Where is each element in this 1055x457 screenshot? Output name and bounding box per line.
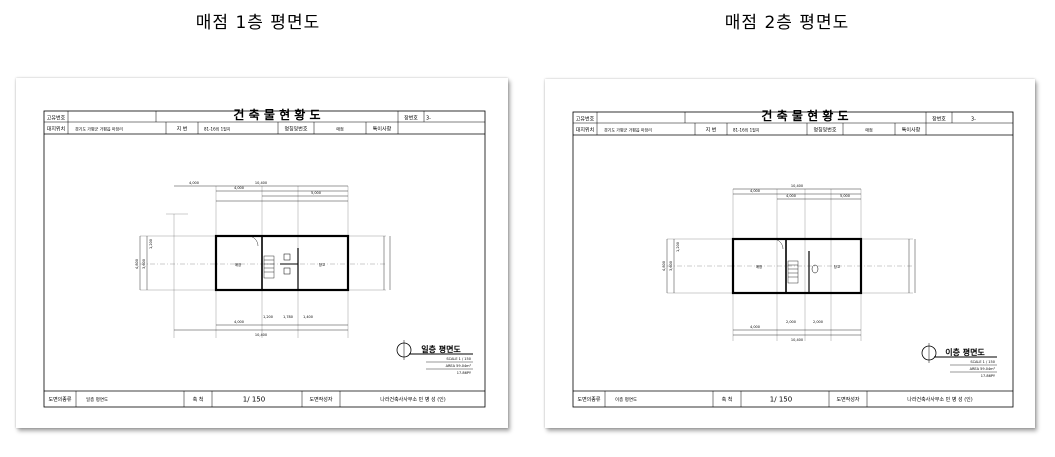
- stamp-py: 17.86PY: [457, 371, 472, 375]
- drawing-sheet-1f-svg: 고유번호 건 축 물 현 황 도 장번호 3- 대지위치 경기도 가평군 가평읍…: [43, 107, 486, 408]
- dim-left-b: 3,600: [142, 259, 146, 269]
- dim-top-a: 4,000: [750, 189, 760, 193]
- lot-label: 지 번: [706, 127, 717, 134]
- sheet-title: 건 축 물 현 황 도: [761, 108, 848, 123]
- site-value: 경기도 가평군 가평읍 마장리: [604, 127, 652, 133]
- dim-left-b: 3,600: [669, 261, 673, 271]
- dim-bottom-total: 10,400: [791, 338, 803, 342]
- scale-value: 1/ 150: [770, 396, 792, 404]
- dim-bottom-c: 2,000: [813, 320, 823, 324]
- drawing-sheet-2f: 고유번호 건 축 물 현 황 도 장번호 3- 대지위치 경기도 가평군 가평읍…: [545, 79, 1035, 428]
- dim-bottom-b: 2,000: [786, 320, 796, 324]
- name-value: 매점: [336, 126, 344, 132]
- stamp-title: 이층 평면도: [945, 347, 985, 357]
- dim-left-a: 4,800: [135, 259, 139, 269]
- sheet-no-label: 장번호: [404, 115, 418, 122]
- stamp-py: 17.86PY: [981, 374, 996, 378]
- plan-labels-2f: 10,400 4,000 4,000 5,000 4,800 3,600 1,2…: [662, 184, 850, 342]
- scale-value: 1/ 150: [243, 396, 265, 404]
- dim-bottom-a: 4,000: [234, 320, 244, 324]
- dim-bottom-b: 1,200: [263, 315, 273, 319]
- stamp-area: AREA 59.04m²: [446, 364, 472, 368]
- dim-left-a: 4,800: [662, 261, 666, 271]
- title-stamp-1f: 일층 평면도 SCALE 1 / 150 AREA 59.04m² 17.86P…: [396, 340, 473, 375]
- dim-bottom-c: 1,780: [283, 315, 293, 319]
- unique-no-label: 고유번호: [47, 115, 66, 122]
- sheet-no-label: 장번호: [932, 116, 946, 123]
- dim-bottom-total: 10,400: [255, 333, 267, 337]
- stamp-area: AREA 59.04m²: [970, 367, 996, 371]
- room-label-2: 창고: [319, 262, 326, 267]
- author-label: 도면작성자: [836, 396, 859, 403]
- unique-no-label: 고유번호: [576, 116, 595, 123]
- author-label: 도면작성자: [309, 396, 332, 403]
- name-label: 명칭및번호: [813, 127, 836, 134]
- lot-value: 81-16외 1필지: [733, 127, 760, 133]
- dim-top-b: 4,000: [786, 194, 796, 198]
- scale-label: 축 척: [193, 396, 204, 403]
- site-label: 대지위치: [576, 127, 594, 134]
- right-caption: 매점 2층 평면도: [724, 13, 850, 33]
- dim-top-b: 4,000: [234, 186, 244, 190]
- name-label: 명칭및번호: [284, 126, 307, 133]
- scale-label: 축 척: [722, 396, 733, 403]
- notes-label: 특이사항: [373, 126, 392, 133]
- stamp-title: 일층 평면도: [421, 344, 461, 354]
- stamp-scale: SCALE 1 / 150: [446, 357, 471, 361]
- floor-plan-2f: [666, 188, 916, 341]
- room-label-2: 창고: [834, 264, 841, 269]
- dim-bottom-a: 4,000: [750, 325, 760, 329]
- plan-labels-1f: 10,400 4,000 4,000 5,000 4,800 3,600 1,2…: [135, 181, 326, 337]
- floor-plan-1f: [139, 185, 391, 338]
- dim-bottom-d: 1,400: [303, 315, 313, 319]
- dim-top-total: 10,400: [791, 184, 803, 188]
- drawing-type-value: 일층 평면도: [86, 396, 108, 403]
- dim-top-total: 10,400: [255, 181, 267, 185]
- sheet-title: 건 축 물 현 황 도: [233, 107, 320, 122]
- sheet-no-value: 3-: [426, 116, 431, 122]
- name-value: 매점: [865, 127, 873, 133]
- drawing-sheet-1f: 고유번호 건 축 물 현 황 도 장번호 3- 대지위치 경기도 가평군 가평읍…: [16, 78, 508, 428]
- drawing-sheet-2f-svg: 고유번호 건 축 물 현 황 도 장번호 3- 대지위치 경기도 가평군 가평읍…: [572, 108, 1014, 408]
- drawing-type-label: 도면의종류: [48, 396, 71, 403]
- drawing-type-value: 이층 평면도: [615, 396, 637, 403]
- author-value: 나라건축사사무소 민 병 성 (인): [907, 396, 973, 403]
- author-value: 나라건축사사무소 민 병 성 (인): [380, 396, 446, 403]
- dim-left-c: 1,200: [676, 242, 680, 252]
- site-label: 대지위치: [47, 126, 65, 133]
- title-stamp-2f: 이층 평면도 SCALE 1 / 150 AREA 59.04m² 17.86P…: [921, 343, 997, 378]
- stamp-scale: SCALE 1 / 150: [970, 360, 995, 364]
- room-label-1: 매장: [235, 262, 242, 267]
- lot-label: 지 번: [177, 126, 188, 133]
- sheet-no-value: 3-: [971, 117, 976, 123]
- dim-top-a: 4,000: [189, 181, 199, 185]
- drawing-type-label: 도면의종류: [577, 396, 600, 403]
- dim-top-c: 5,000: [311, 191, 321, 195]
- dim-left-c: 1,200: [149, 239, 153, 249]
- notes-label: 특이사항: [902, 127, 921, 134]
- room-label-1: 매장: [756, 264, 763, 269]
- dim-top-c: 5,000: [840, 194, 850, 198]
- left-caption: 매점 1층 평면도: [195, 13, 321, 33]
- lot-value: 81-16외 1필지: [204, 126, 231, 132]
- site-value: 경기도 가평군 가평읍 마장리: [75, 126, 123, 132]
